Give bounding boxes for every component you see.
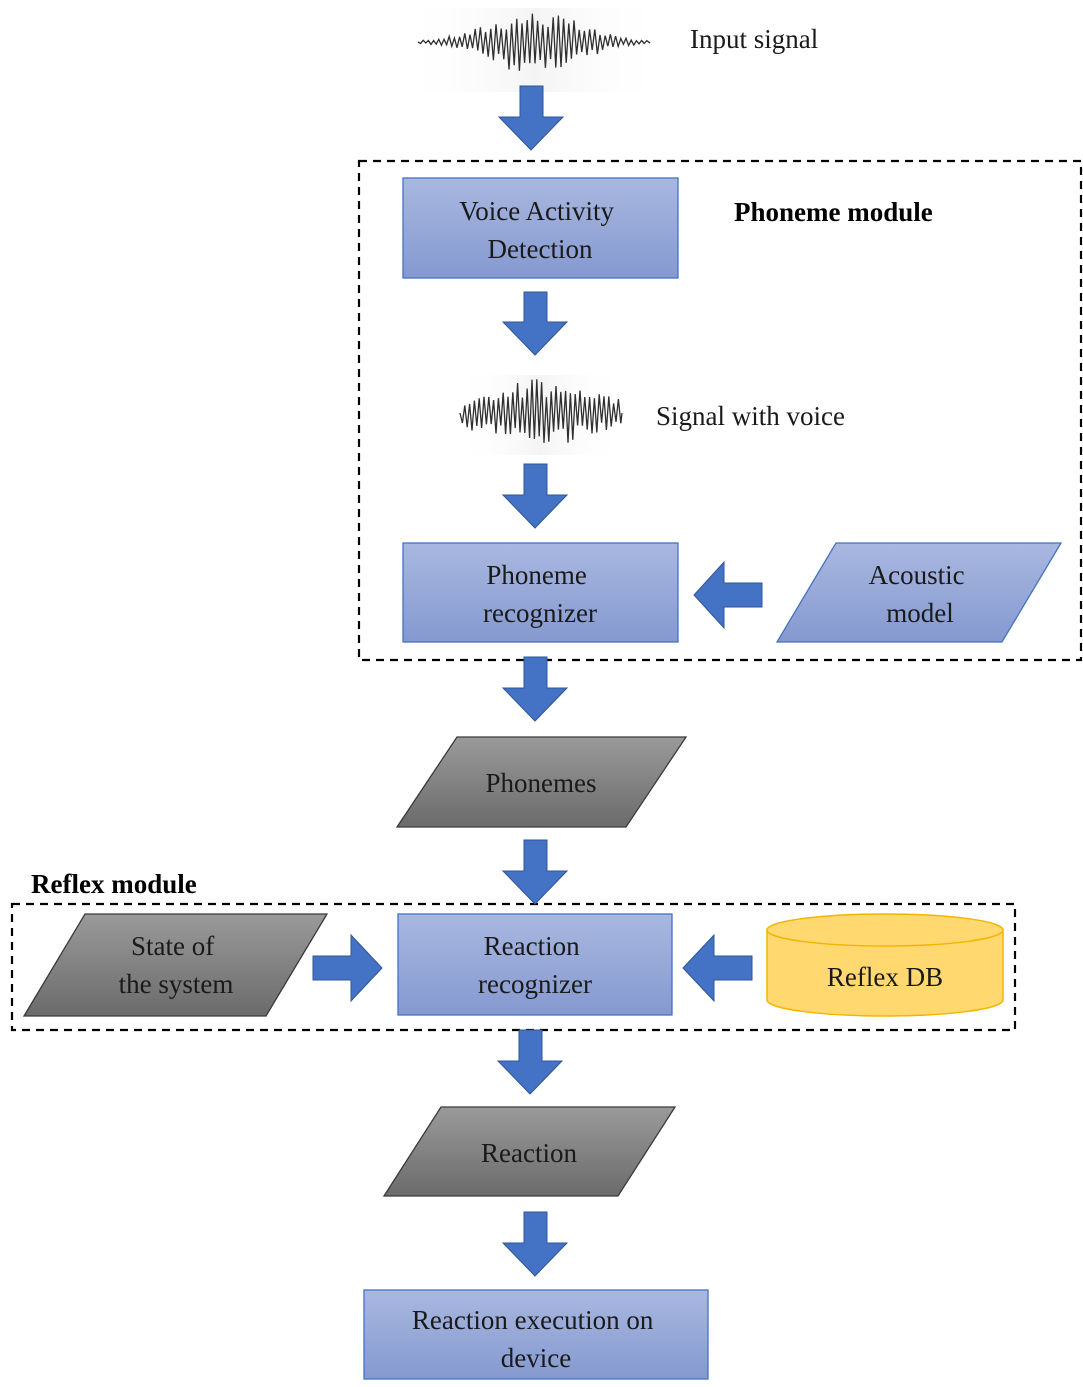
arrow-down-icon [501, 1211, 569, 1277]
vad-label: Voice Activity Detection [459, 196, 621, 264]
acoustic-model-line1: Acoustic [869, 560, 965, 590]
arrow-right-icon [312, 933, 383, 1003]
arrow-down-icon [501, 463, 569, 529]
reaction-execution-box [363, 1289, 709, 1380]
arrow-down-icon [501, 839, 569, 905]
phoneme-module-boundary [357, 159, 1083, 662]
reflex-db-cylinder [766, 913, 1004, 1017]
arrow-down-icon [496, 1029, 564, 1095]
acoustic-model-label: Acoustic model [869, 560, 972, 628]
phoneme-recognizer-line1: Phoneme [486, 560, 587, 590]
voice-signal-waveform [455, 375, 625, 455]
system-state-shape [22, 913, 329, 1017]
reaction-execution-line1: Reaction execution on [412, 1305, 654, 1335]
arrow-down-icon [501, 656, 569, 722]
waveform-icon [459, 379, 623, 443]
reaction-recognizer-box [397, 913, 673, 1016]
waveform-icon [417, 13, 651, 71]
vad-label-line1: Voice Activity [459, 196, 614, 226]
db-body [766, 930, 1004, 1017]
input-signal-label: Input signal [690, 24, 818, 54]
system-state-line1: State of [131, 931, 214, 961]
db-top [766, 913, 1004, 947]
reaction-recognizer-line2: recognizer [478, 969, 592, 999]
arrow-left-icon [682, 933, 753, 1003]
phoneme-recognizer-box [402, 542, 679, 643]
phonemes-shape [395, 736, 688, 828]
vad-label-line2: Detection [488, 234, 593, 264]
system-state-label: State of the system [119, 931, 234, 999]
waveform-background [400, 8, 670, 92]
reflex-module-boundary [10, 902, 1017, 1032]
reaction-shape [382, 1106, 677, 1197]
arrow-down-icon [497, 85, 565, 151]
reflex-db-label: Reflex DB [827, 962, 943, 992]
reaction-label: Reaction [481, 1138, 577, 1168]
acoustic-model-line2: model [886, 598, 954, 628]
acoustic-model-shape [775, 542, 1063, 643]
phoneme-recognizer-line2: recognizer [483, 598, 597, 628]
signal-with-voice-label: Signal with voice [656, 401, 845, 431]
reaction-recognizer-line1: Reaction [484, 931, 580, 961]
phoneme-recognizer-label: Phoneme recognizer [483, 560, 597, 628]
system-state-line2: the system [119, 969, 234, 999]
phoneme-module-title: Phoneme module [734, 197, 933, 227]
reaction-execution-label: Reaction execution on device [412, 1305, 660, 1373]
reaction-execution-line2: device [501, 1343, 571, 1373]
phonemes-label: Phonemes [486, 768, 597, 798]
arrow-left-icon [693, 560, 763, 630]
reflex-module-title: Reflex module [31, 869, 197, 899]
reaction-recognizer-label: Reaction recognizer [478, 931, 592, 999]
vad-box [402, 177, 679, 279]
input-signal-waveform [400, 8, 670, 92]
arrow-down-icon [501, 291, 569, 356]
